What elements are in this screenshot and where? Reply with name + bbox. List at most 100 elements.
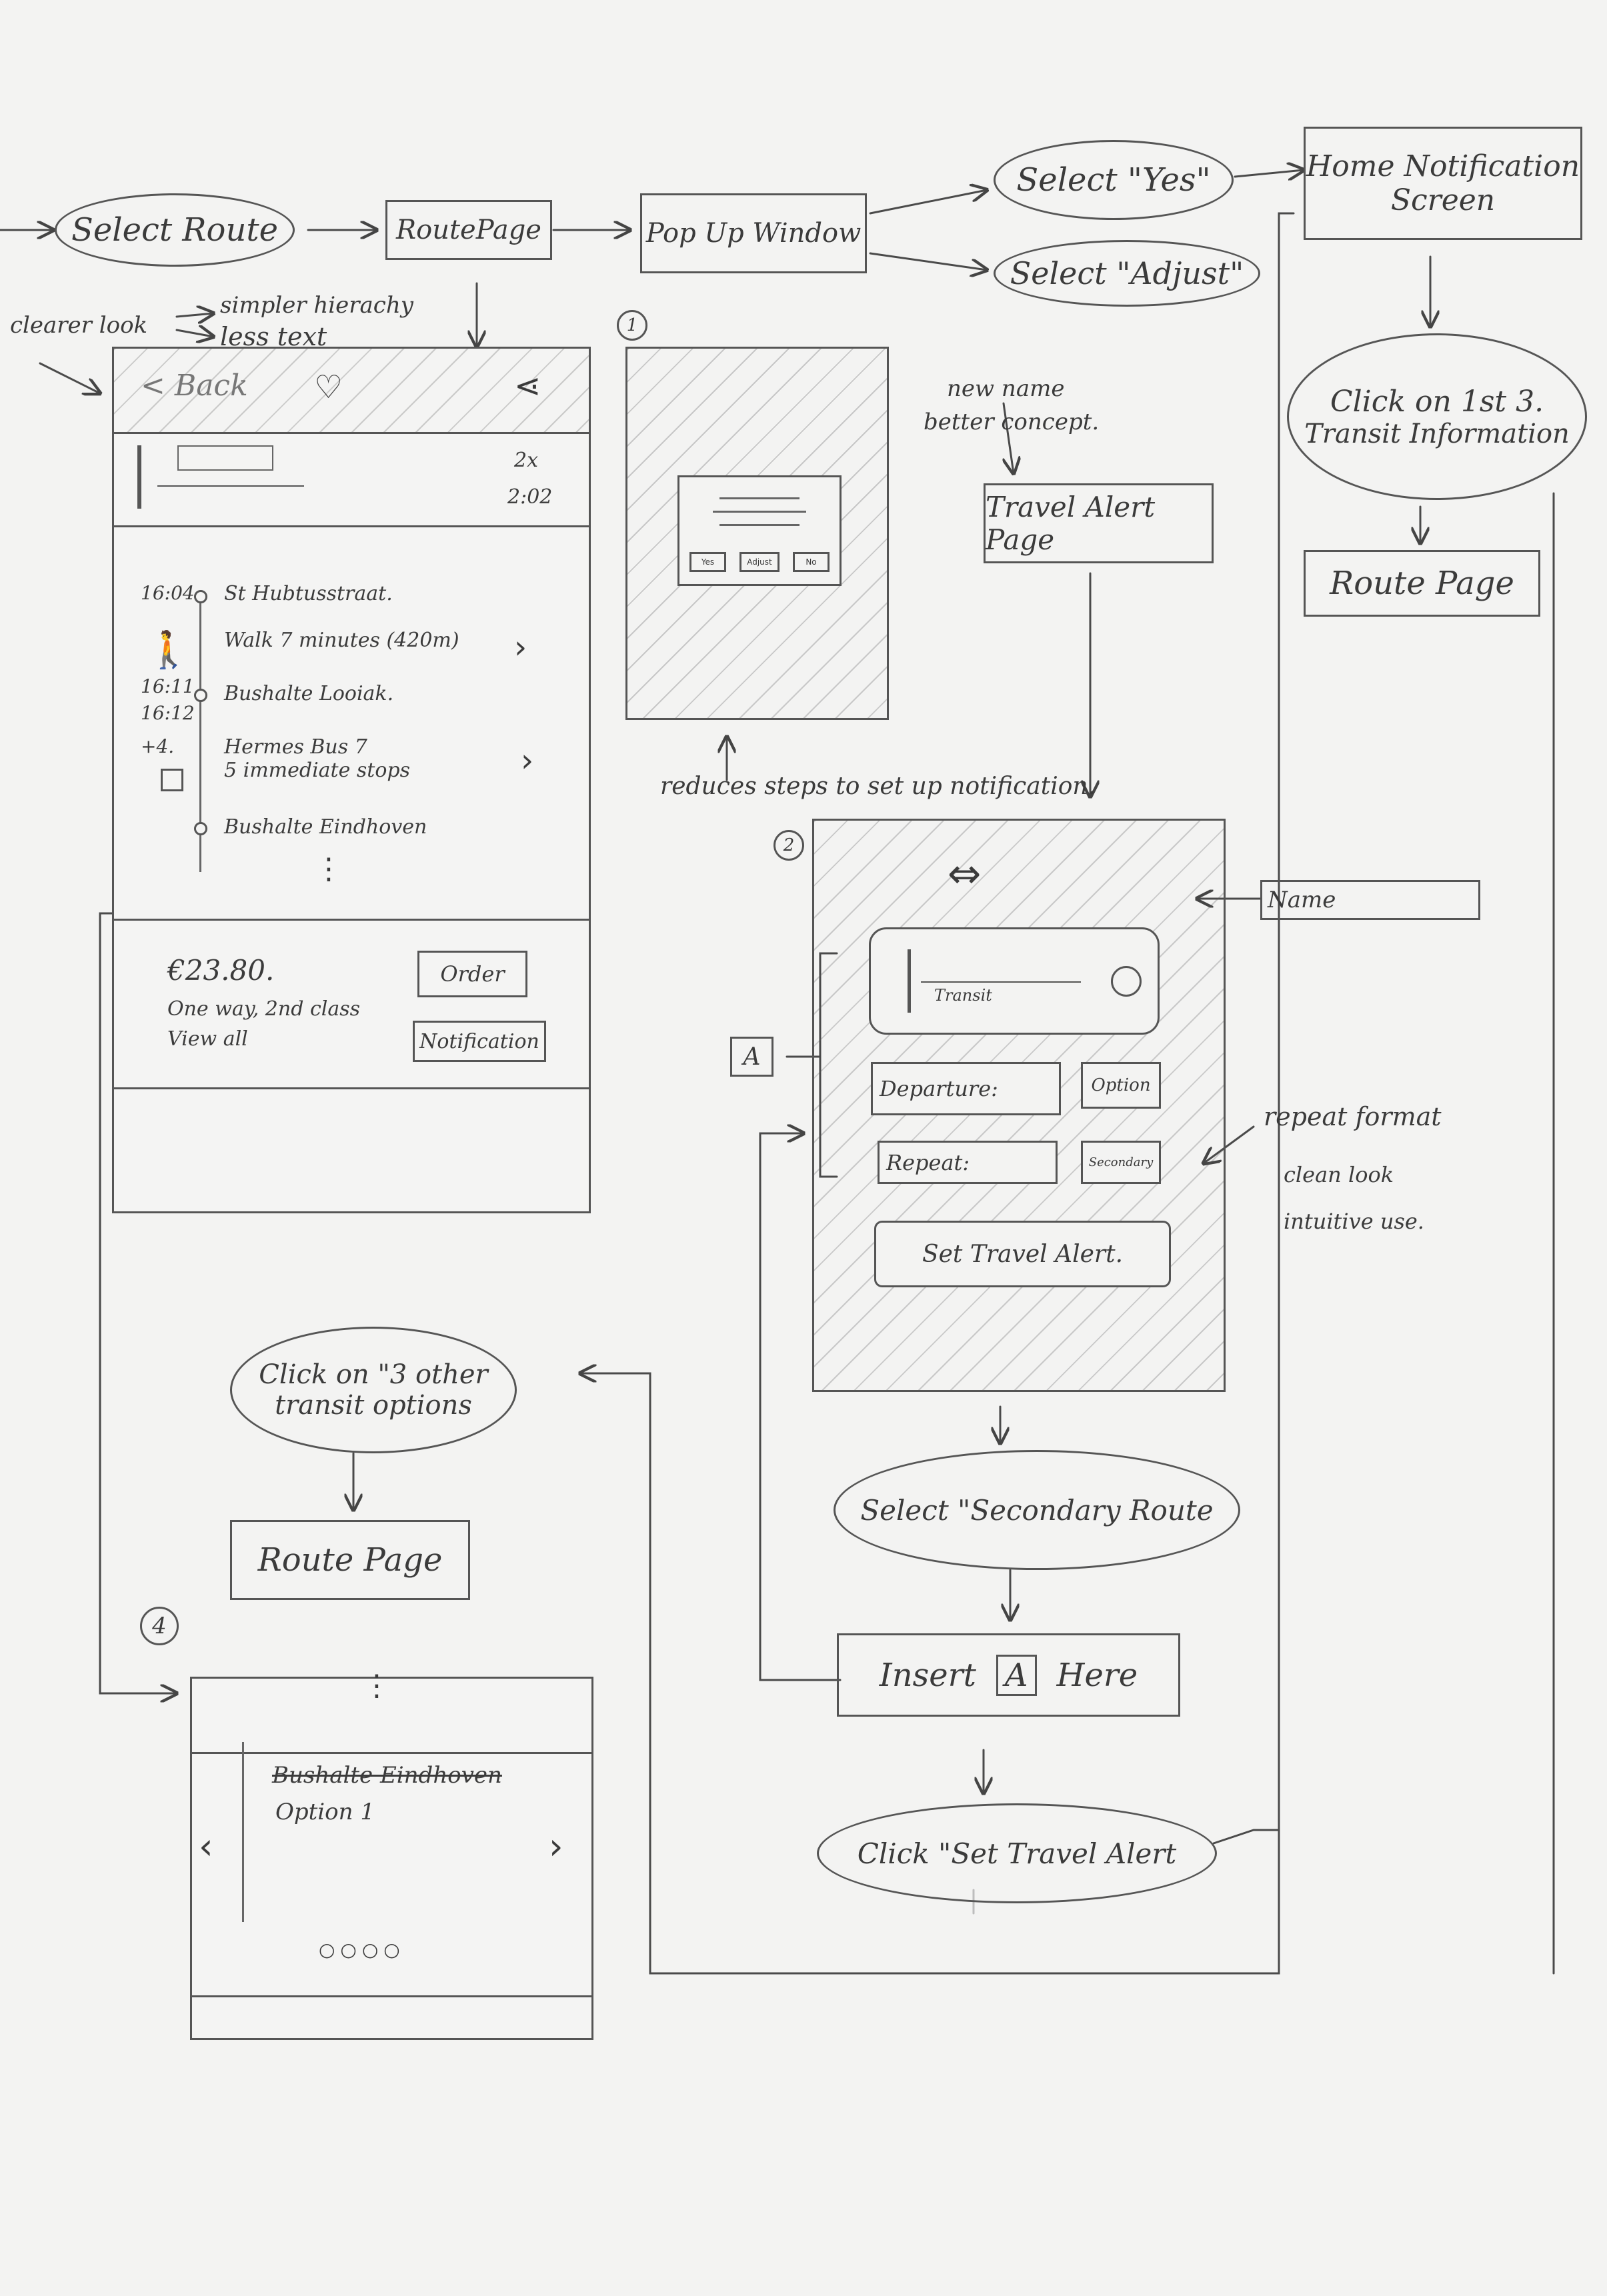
walk-icon: 🚶: [146, 629, 191, 671]
order-button[interactable]: Order: [417, 951, 527, 997]
travel-alert-page-node: Travel Alert Page: [984, 483, 1214, 563]
route-line-icon: [137, 445, 141, 509]
option-screen: ⋮ Bushalte Eindhoven Option 1 ‹ › ○○○○: [190, 1669, 593, 2040]
arrow-repeat-format: [1204, 1125, 1255, 1163]
option-1-label: Option 1: [275, 1799, 375, 1825]
stop-time: 16:04: [141, 582, 195, 604]
route-page-node: RoutePage: [385, 200, 552, 260]
route-page-right-node: Route Page: [1304, 550, 1540, 617]
back-button[interactable]: < Back: [141, 369, 248, 403]
view-all-link[interactable]: View all: [167, 1027, 248, 1051]
stop-time: 16:12: [141, 702, 195, 724]
stop-name: Walk 7 minutes (420m): [224, 629, 459, 652]
struck-stop: Bushalte Eindhoven: [272, 1762, 502, 1789]
notification-button[interactable]: Notification: [413, 1021, 546, 1062]
insert-a-here-node: Insert A Here: [837, 1633, 1180, 1717]
repeat-field[interactable]: Repeat:: [878, 1141, 1058, 1184]
radio-icon[interactable]: [1111, 966, 1142, 997]
summary-field: [177, 445, 273, 471]
heart-icon[interactable]: ♡: [314, 369, 343, 406]
swap-arrows-icon[interactable]: ⇔: [948, 851, 982, 897]
stop-dot: [194, 689, 207, 702]
select-yes-node: Select "Yes": [994, 140, 1234, 220]
arrow-return-loop: [580, 212, 1295, 1975]
pop-up-window-node: Pop Up Window: [640, 193, 867, 273]
click-1st3-node: Click on 1st 3. Transit Information: [1287, 333, 1587, 500]
route-line-icon: [908, 949, 911, 1013]
ticket-panel: €23.80. One way, 2nd class View all Orde…: [114, 919, 589, 1089]
timeline: [242, 1742, 244, 1922]
marker-2: 2: [773, 830, 804, 861]
route-header-bar: < Back ♡ ⋖: [114, 349, 589, 434]
select-secondary-route-node: Select "Secondary Route: [834, 1450, 1240, 1570]
stop-time: +4.: [141, 735, 175, 757]
stop-dot: [194, 822, 207, 835]
popup-screen: Yes Adjust No: [625, 347, 889, 720]
chevron-right-icon[interactable]: ›: [521, 742, 534, 779]
select-route-node: Select Route: [55, 193, 295, 267]
stop-name: 5 immediate stops: [224, 759, 411, 782]
arrow-popup-to-yes: [869, 190, 987, 215]
more-dots-top: ⋮: [362, 1669, 391, 1703]
chevron-right-icon[interactable]: ›: [514, 629, 527, 666]
route-page-screen: < Back ♡ ⋖ 2x 2:02 16:04 St Hubtusstraat.…: [112, 347, 591, 1213]
stop-name: Bushalte Looiak.: [224, 682, 394, 705]
note-name: Name: [1260, 880, 1480, 920]
trip-duration: 2:02: [507, 485, 553, 509]
secondary-button[interactable]: Secondary: [1081, 1141, 1161, 1184]
marker-1: 1: [617, 310, 647, 341]
stop-name: St Hubtusstraat.: [224, 582, 393, 605]
stop-time: 16:11: [141, 675, 195, 697]
popup-dialog: Yes Adjust No: [677, 475, 842, 586]
popup-yes-button[interactable]: Yes: [689, 552, 726, 572]
option-button[interactable]: Option: [1081, 1062, 1161, 1109]
select-adjust-node: Select "Adjust": [994, 240, 1260, 307]
transit-label: Transit: [934, 986, 992, 1005]
chevron-left-icon[interactable]: ‹: [199, 1825, 213, 1867]
arrow-yes-to-home: [1234, 170, 1304, 177]
stop-dot: [194, 590, 207, 603]
pagination-dots[interactable]: ○○○○: [319, 1939, 405, 1961]
note-better-concept: better concept.: [924, 409, 1100, 435]
stop-name: Bushalte Eindhoven: [224, 815, 427, 839]
click-3-other-node: Click on "3 other transit options: [230, 1327, 517, 1453]
share-icon[interactable]: ⋖: [514, 367, 541, 405]
departure-field[interactable]: Departure:: [871, 1062, 1061, 1115]
chevron-right-icon[interactable]: ›: [549, 1825, 563, 1867]
arrow-clearer-2: [175, 330, 213, 337]
arrow-clearer: [175, 313, 213, 317]
travel-alert-screen: ⇔ Transit Departure: Option Repeat: Seco…: [812, 819, 1226, 1392]
arrow-note-to-travelalert: [1004, 402, 1014, 473]
bracket-a: [819, 952, 838, 1178]
note-repeat-format: repeat format: [1264, 1102, 1442, 1131]
note-simpler-hierarchy: simpler hierachy: [220, 292, 413, 319]
popup-adjust-button[interactable]: Adjust: [739, 552, 779, 572]
note-new-name: new name: [947, 375, 1065, 402]
note-clean-look: clean look: [1284, 1162, 1394, 1187]
route-card[interactable]: Transit: [869, 927, 1160, 1035]
home-notification-screen-node: Home Notification Screen: [1304, 127, 1582, 240]
marker-a: A: [730, 1037, 773, 1077]
arrow-insert-to-repeat: [759, 1133, 842, 1681]
transfers-count: 2x: [514, 449, 539, 472]
note-less-text: less text: [220, 322, 327, 351]
set-travel-alert-button[interactable]: Set Travel Alert.: [874, 1221, 1171, 1287]
timeline: [199, 592, 201, 872]
ticket-type: One way, 2nd class: [167, 997, 361, 1021]
bus-icon: [161, 769, 183, 791]
arrow-click-to-right: [1212, 1829, 1280, 1845]
note-clearer-look: clearer look: [10, 312, 148, 339]
marker-4: 4: [140, 1607, 179, 1645]
note-intuitive-use: intuitive use.: [1284, 1209, 1424, 1234]
route-page-left-node: Route Page: [230, 1520, 470, 1600]
click-set-travel-alert-node: Click "Set Travel Alert: [817, 1803, 1217, 1903]
stop-name: Hermes Bus 7: [224, 735, 367, 759]
more-dots: ⋮: [314, 852, 343, 886]
note-reduces-steps: reduces steps to set up notification.: [660, 773, 1096, 800]
price: €23.80.: [167, 954, 275, 987]
popup-no-button[interactable]: No: [793, 552, 830, 572]
route-summary: 2x 2:02: [114, 432, 589, 527]
arrow-popup-to-adjust: [869, 252, 987, 270]
arrow-note-to-screen: [39, 362, 100, 393]
